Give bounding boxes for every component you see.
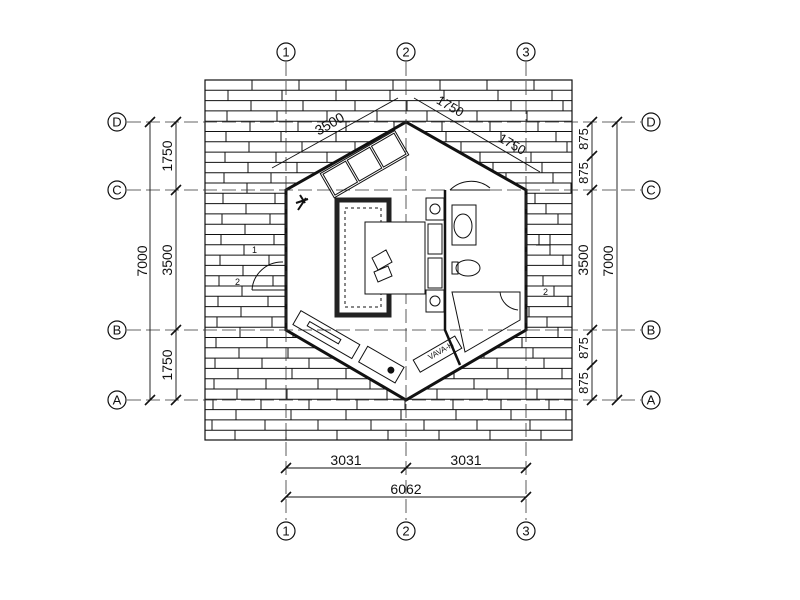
grid-lines — [127, 62, 641, 520]
grid-bubble-row — [107, 112, 127, 132]
grid-bubble-row-label: B — [647, 323, 656, 338]
grid-bubble-row-label: A — [113, 393, 122, 408]
grid-bubble-row-label: D — [646, 115, 655, 130]
dim-right-inner: 875 — [576, 372, 591, 394]
dim-right-inner: 875 — [576, 128, 591, 150]
grid-bubble-row-label: D — [112, 115, 121, 130]
grid-bubble-row — [641, 180, 661, 200]
right-window — [536, 235, 551, 246]
plant-icon — [295, 194, 309, 211]
section-mark: 2 — [543, 287, 548, 297]
dim-right-inner: 875 — [576, 162, 591, 184]
dim-left-inner: 1750 — [159, 140, 175, 171]
tv-cabinet — [292, 310, 361, 360]
grid-bubble-row — [107, 180, 127, 200]
grid-bubble-row — [107, 390, 127, 410]
grid-bubble-col — [276, 42, 296, 62]
pillow — [427, 257, 443, 289]
bath-door-arc — [449, 180, 491, 191]
section-mark: 1 — [252, 245, 257, 255]
grid-bubble-col-label: 3 — [522, 524, 529, 539]
dim-left-inner: 3500 — [159, 244, 175, 275]
entry-door-arc — [251, 261, 286, 291]
dim-right-outer: 7000 — [600, 245, 616, 276]
grid-bubble-col-label: 2 — [402, 45, 409, 60]
dimension-lines — [144, 97, 623, 503]
sofa — [319, 129, 410, 199]
grid-bubble-col — [276, 521, 296, 541]
grid-bubble-col — [396, 42, 416, 62]
grid-bubble-row — [641, 320, 661, 340]
grid-bubble-row-label: B — [113, 323, 122, 338]
dim-bottom: 3031 — [450, 452, 481, 468]
section-mark: 2 — [235, 277, 240, 287]
grid-bubble-row-label: A — [647, 393, 656, 408]
dim-bottom-total: 6062 — [390, 481, 421, 497]
dim-bottom: 3031 — [330, 452, 361, 468]
dim-right-inner: 875 — [576, 337, 591, 359]
grid-bubble-col — [516, 521, 536, 541]
grid-bubble-col — [396, 521, 416, 541]
grid-bubble-col-label: 3 — [522, 45, 529, 60]
grid-bubble-col-label: 1 — [282, 45, 289, 60]
shower — [451, 291, 521, 353]
grid-bubble-col-label: 1 — [282, 524, 289, 539]
grid-bubble-row — [107, 320, 127, 340]
toilet — [455, 259, 481, 277]
grid-bubble-row-label: C — [112, 183, 121, 198]
furniture — [251, 129, 551, 384]
pillow — [427, 223, 443, 255]
grid-bubble-col — [516, 42, 536, 62]
grid-bubble-row — [641, 390, 661, 410]
dim-left-outer: 7000 — [134, 245, 150, 276]
sink — [451, 204, 477, 246]
grid-bubble-row — [641, 112, 661, 132]
dim-right-inner: 3500 — [575, 244, 591, 275]
dim-left-inner: 1750 — [159, 349, 175, 380]
bed — [364, 221, 426, 295]
grid-bubble-col-label: 2 — [402, 524, 409, 539]
grid-bubble-row-label: C — [646, 183, 655, 198]
bathroom-wall — [443, 190, 462, 366]
